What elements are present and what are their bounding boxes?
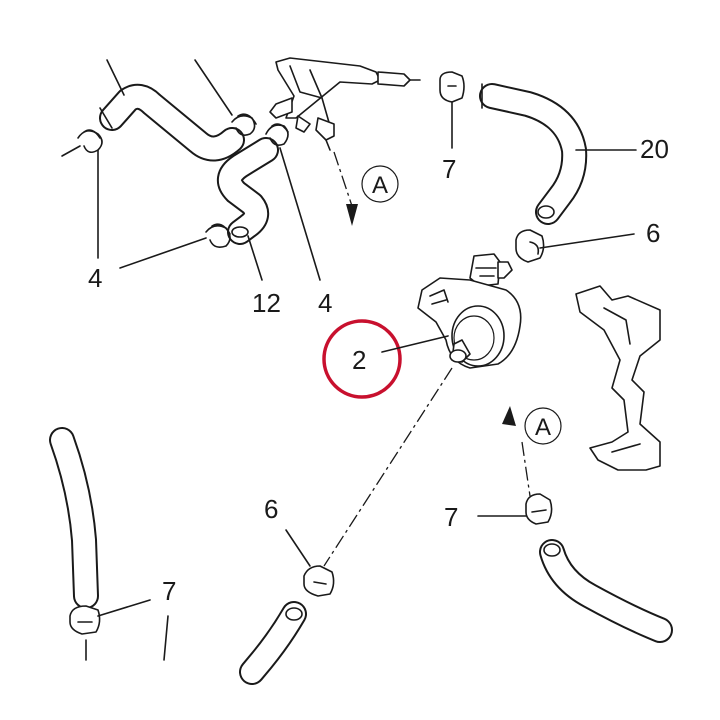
highlight-circle [322,319,402,399]
direction-arrow [346,204,358,226]
hose-clamp-6-right [515,229,545,263]
assembly-line [521,441,531,497]
upper-left-hose [99,83,245,162]
s-shaped-hose-12 [217,137,279,245]
callout-7-right: 7 [444,502,458,532]
hose-clamp-7-left [69,605,101,661]
leader-line [279,147,321,281]
callout-20: 20 [640,134,669,164]
leader-line [539,233,635,249]
lower-center-hose [239,601,307,685]
hose-clip-4-bottom [205,223,231,248]
assembly-line [323,367,453,567]
callout-12: 12 [252,288,281,318]
hose-clamp-6-bottom [303,565,335,597]
callout-4-left: 4 [88,263,102,293]
lower-left-hose [49,427,99,609]
hose-clip-4-upper [231,113,257,136]
leader-line [381,335,449,353]
leader-line [106,59,125,96]
leader-line [247,235,263,281]
callout-2: 2 [352,345,366,375]
housing-bracket-right [575,285,661,471]
view-marker-a-right: A [535,414,551,441]
assembly-line [333,151,353,207]
callout-6-right: 6 [646,218,660,248]
upper-right-hose-20 [479,83,588,225]
view-marker-circle [524,407,562,445]
leader-line [285,529,311,567]
direction-arrow [502,406,516,426]
hose-clip-4-right [265,123,289,146]
hose-clamp-7-right [525,493,553,525]
callout-4-center: 4 [318,288,332,318]
solenoid-valve-2 [417,253,522,369]
view-marker-a-top: A [372,172,388,199]
hose-clamp-7-top [439,71,465,103]
callout-7-left: 7 [162,576,176,606]
view-marker-circle [361,165,399,203]
hose-clip-4-left [61,129,103,157]
leader-line [163,615,169,661]
leader-line [194,59,233,116]
leader-line [97,599,151,617]
callout-7-top: 7 [442,154,456,184]
leader-line [119,237,207,269]
lower-right-hose [539,539,673,643]
mounting-bracket [269,57,421,151]
callout-6-bottom: 6 [264,494,278,524]
